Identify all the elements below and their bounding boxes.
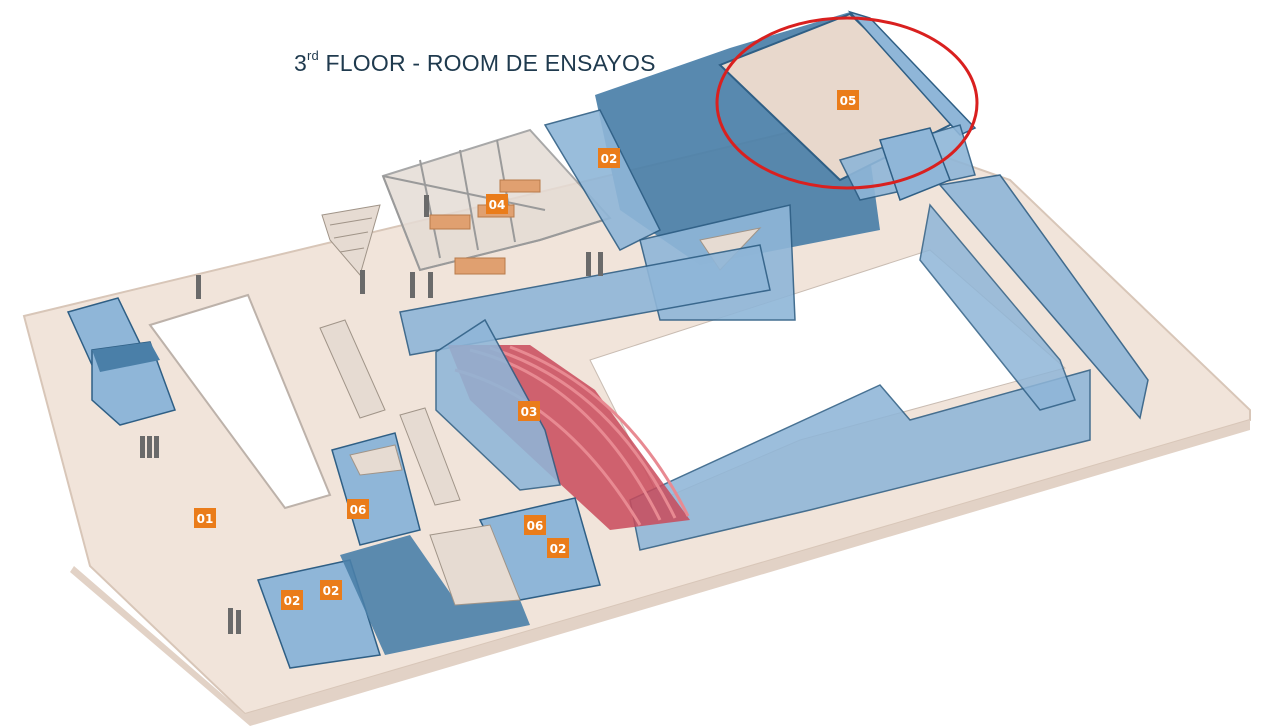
svg-text:03: 03 xyxy=(521,405,538,419)
page-title: 3rd FLOOR - ROOM DE ENSAYOS xyxy=(294,48,656,76)
room-label-02-bottom-mid: 02 xyxy=(320,580,342,600)
room-label-06-left: 06 xyxy=(347,499,369,519)
courtyard-left xyxy=(148,293,332,510)
people-figures xyxy=(140,195,603,634)
bottom-complex xyxy=(257,497,601,669)
room-label-01: 01 xyxy=(194,508,216,528)
center-stairs xyxy=(319,319,461,506)
room-label-02-right: 02 xyxy=(547,538,569,558)
corridor-east-inner xyxy=(919,203,1076,411)
svg-text:02: 02 xyxy=(601,152,618,166)
room-label-05: 05 xyxy=(837,90,859,110)
svg-text:05: 05 xyxy=(840,94,857,108)
room-label-04: 04 xyxy=(486,194,508,214)
room-label-02-bottom-left: 02 xyxy=(281,590,303,610)
room-label-02-top: 02 xyxy=(598,148,620,168)
room-label-03: 03 xyxy=(518,401,540,421)
svg-text:06: 06 xyxy=(350,503,367,517)
auditorium-side-block xyxy=(435,318,561,491)
room-label-06-right: 06 xyxy=(524,515,546,535)
corridor-south-east xyxy=(629,369,1091,551)
svg-text:02: 02 xyxy=(550,542,567,556)
svg-text:06: 06 xyxy=(527,519,544,533)
ramp-corridor-east xyxy=(938,174,1149,420)
highlight-circle xyxy=(715,16,979,190)
ramp-corridor-north xyxy=(399,244,771,356)
svg-text:02: 02 xyxy=(323,584,340,598)
svg-text:04: 04 xyxy=(489,198,506,212)
left-annex xyxy=(66,297,176,426)
svg-text:02: 02 xyxy=(284,594,301,608)
svg-text:01: 01 xyxy=(197,512,214,526)
